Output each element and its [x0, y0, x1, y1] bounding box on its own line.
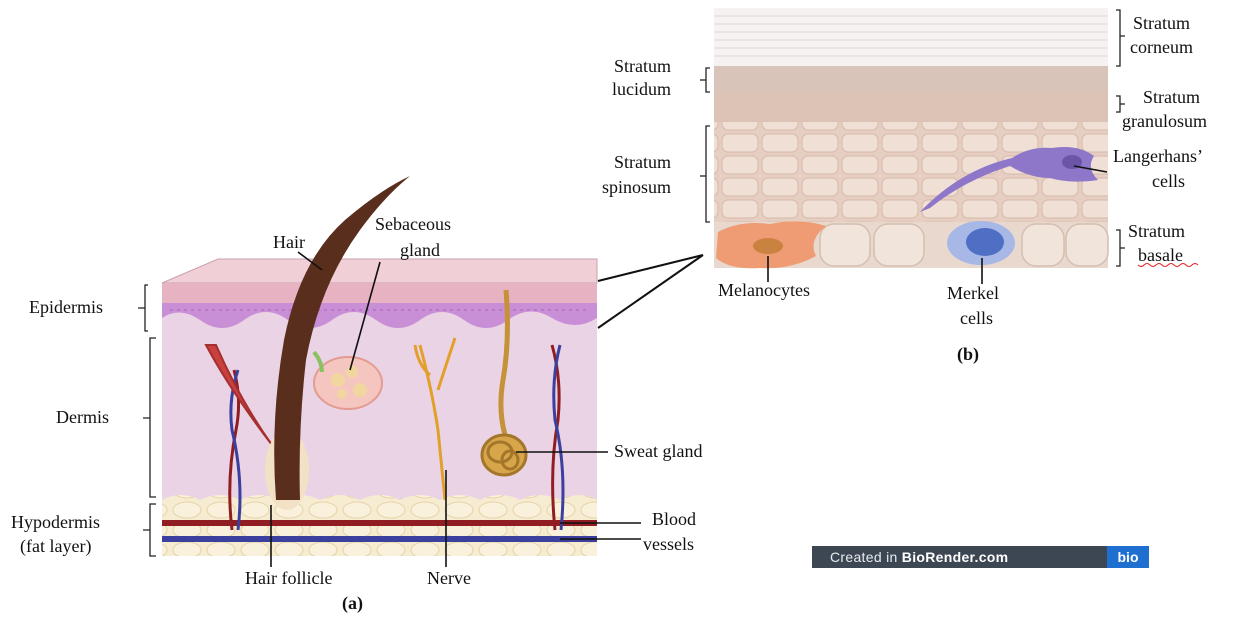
label-merkel-2: cells: [960, 308, 993, 328]
zoom-line-bottom: [598, 255, 703, 328]
label-hair-follicle: Hair follicle: [245, 568, 332, 588]
label-blood-1: Blood: [652, 509, 696, 529]
epidermis-detail: [714, 8, 1108, 268]
label-hypodermis-1: Hypodermis: [11, 512, 100, 532]
zoom-line-top: [598, 255, 703, 281]
label-granulosum-2: granulosum: [1122, 111, 1207, 131]
bracket-granulosum: [1116, 96, 1125, 112]
biorender-logo: bio: [1107, 546, 1149, 568]
credit-prefix: Created in: [830, 549, 902, 565]
label-blood-2: vessels: [643, 534, 694, 554]
label-dermis: Dermis: [56, 407, 109, 427]
stratum-lucidum-layer: [714, 66, 1108, 92]
label-basale-1: Stratum: [1128, 221, 1185, 241]
caption-a: (a): [342, 593, 363, 614]
vein: [162, 536, 597, 542]
label-melanocytes: Melanocytes: [718, 280, 810, 300]
label-granulosum-1: Stratum: [1143, 87, 1200, 107]
stratum-granulosum-layer: [714, 92, 1108, 122]
credit-brand: BioRender.com: [902, 549, 1009, 565]
stratum-corneum-layer: [714, 8, 1108, 66]
bracket-lucidum: [700, 68, 710, 92]
bracket-hypodermis: [143, 504, 156, 556]
label-hair: Hair: [273, 232, 305, 252]
label-corneum-1: Stratum: [1133, 13, 1190, 33]
label-epidermis: Epidermis: [29, 297, 103, 317]
bracket-spinosum: [700, 126, 710, 222]
credit-text: Created in BioRender.com: [812, 549, 1008, 565]
epidermis-layer: [162, 283, 597, 303]
bracket-dermis: [143, 338, 156, 497]
caption-b: (b): [957, 344, 979, 365]
biorender-credit-badge: Created in BioRender.com bio: [812, 546, 1149, 568]
bracket-corneum: [1116, 10, 1125, 66]
label-sebaceous-1: Sebaceous: [375, 214, 451, 234]
sweat-gland-coil: [482, 435, 526, 475]
artery: [162, 520, 597, 526]
merkel-cell: [947, 221, 1015, 265]
label-hypodermis-2: (fat layer): [20, 536, 91, 557]
bracket-basale: [1116, 230, 1125, 266]
label-nerve: Nerve: [427, 568, 471, 588]
label-spinosum-2: spinosum: [602, 177, 671, 197]
label-lucidum-1: Stratum: [614, 56, 671, 76]
label-merkel-1: Merkel: [947, 283, 999, 303]
label-langerhans-1: Langerhans’: [1113, 146, 1203, 166]
dermis-layer: [162, 303, 597, 508]
bracket-epidermis: [138, 285, 148, 331]
label-corneum-2: corneum: [1130, 37, 1193, 57]
label-lucidum-2: lucidum: [612, 79, 671, 99]
label-sweat-gland: Sweat gland: [614, 441, 702, 461]
label-basale-2: basale: [1138, 245, 1183, 265]
label-sebaceous-2: gland: [400, 240, 440, 260]
label-langerhans-2: cells: [1152, 171, 1185, 191]
label-spinosum-1: Stratum: [614, 152, 671, 172]
